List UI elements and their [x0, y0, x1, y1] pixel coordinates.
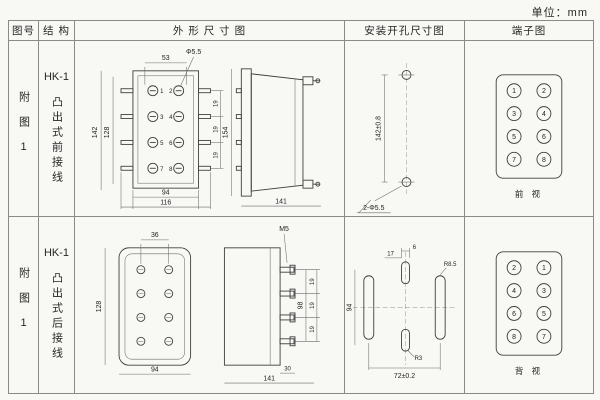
terminal-num-2: 2 — [169, 89, 173, 95]
mounting-slots: 6 17 R8.5 94 R3 72±0.2 — [346, 244, 457, 379]
terminal-caption-front: 前 视 — [515, 189, 543, 199]
dim-side-width: 141 — [275, 199, 287, 206]
front-terminal-6: 6 — [542, 134, 546, 141]
dim-screw-callout: M5 — [279, 225, 289, 232]
dim-height-inner: 128 — [104, 127, 111, 139]
dim-stud-width: 30 — [284, 366, 291, 372]
terminal-block-rear: 2 1 4 3 6 5 8 7 背 视 — [495, 250, 563, 376]
terminal-num-8: 8 — [169, 167, 173, 173]
row2-model: HK-1 — [43, 247, 70, 259]
row1-terminal-cell: 1 2 3 4 5 6 7 8 前 视 — [465, 41, 593, 217]
header-terminal: 端子图 — [465, 21, 593, 41]
row1-model: HK-1 — [43, 71, 70, 83]
header-install: 安装开孔尺寸图 — [345, 21, 465, 41]
front-terminal-2: 2 — [542, 88, 546, 95]
dim-body-width: 94 — [162, 190, 170, 197]
outline-drawing-front-wiring: 1 2 3 4 5 6 7 8 53 Φ5.5 142 — [92, 49, 321, 210]
terminal-num-6: 6 — [169, 141, 173, 147]
relay-side-view: 154 141 — [222, 68, 321, 207]
row2-fig-no-cell: 附图1 — [9, 217, 39, 393]
header-fig-no: 图号 — [9, 21, 39, 41]
dim-hole-callout: Φ5.5 — [186, 49, 201, 56]
row1-outline-cell: 1 2 3 4 5 6 7 8 53 Φ5.5 142 — [75, 41, 345, 217]
dim-slot-spacing: 72±0.2 — [394, 372, 415, 379]
terminal-diagram-rear-view: 2 1 4 3 6 5 8 7 背 视 — [495, 250, 563, 376]
row1-structure: 凸出式前接线 — [50, 96, 63, 186]
terminal-diagram-front-view: 1 2 3 4 5 6 7 8 前 视 — [495, 74, 563, 199]
dim-pitch-3-rear: 19 — [310, 325, 316, 332]
terminal-num-1: 1 — [160, 89, 164, 95]
dim-height-outer: 142 — [92, 127, 99, 139]
dim-pitch-1-rear: 19 — [310, 277, 316, 284]
row2-install-cell: 6 17 R8.5 94 R3 72±0.2 — [345, 217, 465, 393]
unit-label: 单位：mm — [531, 7, 588, 19]
dim-pitch-1: 19 — [213, 100, 219, 107]
terminal-caption-rear: 背 视 — [515, 366, 543, 376]
relay-rear-view: 36 128 94 — [96, 231, 192, 374]
terminal-num-4: 4 — [169, 115, 173, 121]
row1-structure-cell: HK-1 凸出式前接线 — [39, 41, 75, 217]
terminal-num-7: 7 — [160, 167, 164, 173]
terminal-num-3: 3 — [160, 115, 164, 121]
install-drawing-rear-wiring: 6 17 R8.5 94 R3 72±0.2 — [346, 244, 457, 379]
dim-body-height-rear: 128 — [96, 300, 103, 312]
dim-hole-count: 2-Φ5.5 — [363, 205, 384, 212]
install-drawing-front-wiring: 142±0.8 2-Φ5.5 — [356, 63, 415, 214]
mounting-holes: 142±0.8 2-Φ5.5 — [356, 63, 415, 214]
row1-fig-no: 附图1 — [17, 90, 30, 167]
terminal-num-5: 5 — [160, 141, 164, 147]
dim-outer-radius: R8.5 — [444, 261, 457, 267]
row2-structure: 凸出式后接线 — [50, 272, 63, 362]
row1-fig-no-cell: 附图1 — [9, 41, 39, 217]
front-terminal-7: 7 — [512, 157, 516, 164]
dim-pitch-2-rear: 19 — [310, 301, 316, 308]
rear-terminal-2: 2 — [512, 265, 516, 272]
rear-terminal-6: 6 — [512, 310, 516, 317]
row2-fig-no: 附图1 — [17, 267, 30, 343]
dim-side-width-rear: 141 — [263, 375, 275, 382]
rear-terminal-3: 3 — [542, 288, 546, 295]
dim-body-width-rear: 94 — [151, 366, 159, 373]
dim-top-width-rear: 36 — [151, 231, 159, 238]
front-terminal-3: 3 — [512, 111, 516, 118]
rear-terminal-1: 1 — [542, 265, 546, 272]
front-view-dimensions: 53 Φ5.5 142 128 19 19 19 — [92, 49, 224, 210]
front-terminal-4: 4 — [542, 111, 546, 118]
outline-drawing-rear-wiring: 36 128 94 M5 — [96, 225, 320, 383]
dim-slot-radius: R3 — [415, 356, 423, 362]
dim-top-width: 53 — [162, 55, 170, 62]
terminal-block: 1 2 3 4 5 6 7 8 前 视 — [495, 74, 563, 199]
row2-terminal-cell: 2 1 4 3 6 5 8 7 背 视 — [465, 217, 593, 393]
rear-terminal-7: 7 — [542, 333, 546, 340]
front-terminal-5: 5 — [512, 134, 516, 141]
dim-side-height: 154 — [222, 127, 229, 139]
dim-pitch-2: 19 — [213, 125, 219, 132]
row2-structure-cell: HK-1 凸出式后接线 — [39, 217, 75, 393]
dim-slot-height: 94 — [346, 303, 353, 311]
dim-stud-span: 98 — [297, 301, 304, 309]
rear-terminal-8: 8 — [512, 333, 516, 340]
relay-side-view-rear: M5 98 19 19 19 30 141 — [223, 225, 320, 383]
dim-slot-offset: 17 — [387, 251, 394, 257]
row1-install-cell: 142±0.8 2-Φ5.5 — [345, 41, 465, 217]
dim-pitch-3: 19 — [213, 151, 219, 158]
dim-hole-spacing: 142±0.8 — [376, 116, 383, 141]
relay-front-view: 1 2 3 4 5 6 7 8 — [120, 70, 211, 189]
header-outline: 外 形 尺 寸 图 — [75, 21, 345, 41]
dim-slot-width: 6 — [413, 244, 417, 250]
rear-terminal-4: 4 — [512, 288, 516, 295]
rear-terminal-5: 5 — [542, 310, 546, 317]
header-structure: 结 构 — [39, 21, 75, 41]
dim-overall-width: 116 — [160, 200, 171, 207]
drawing-table: 图号 结 构 外 形 尺 寸 图 安装开孔尺寸图 端子图 附图1 HK-1 凸出… — [8, 20, 594, 394]
front-terminal-1: 1 — [512, 88, 516, 95]
front-terminal-8: 8 — [542, 157, 546, 164]
row2-outline-cell: 36 128 94 M5 — [75, 217, 345, 393]
